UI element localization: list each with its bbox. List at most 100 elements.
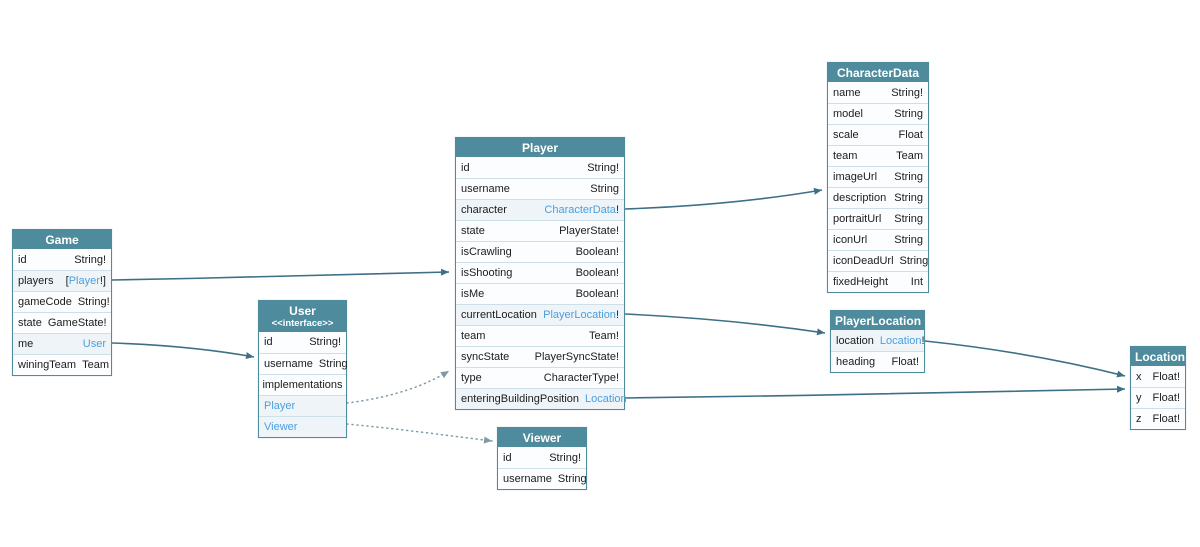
type-text: Float bbox=[898, 129, 923, 142]
field-type: GameState! bbox=[48, 317, 107, 329]
entity-player-header[interactable]: Player bbox=[456, 138, 624, 158]
entity-user-header[interactable]: User <<interface>> bbox=[259, 301, 346, 332]
edge-player-currentlocation-to-playerlocation[interactable] bbox=[624, 313, 826, 336]
field-row-implementations[interactable]: implementations bbox=[259, 373, 346, 395]
type-text: PlayerSyncState! bbox=[534, 351, 619, 364]
type-text: ! bbox=[615, 204, 619, 217]
entity-viewer-header[interactable]: Viewer bbox=[498, 428, 586, 448]
field-name[interactable]: Player bbox=[264, 399, 296, 412]
field-type: Team bbox=[896, 150, 923, 162]
type-link[interactable]: CharacterData bbox=[544, 204, 616, 217]
edge-user-player-implementation[interactable] bbox=[346, 370, 450, 404]
field-row-players[interactable]: players[Player!] bbox=[13, 270, 111, 292]
field-name[interactable]: Viewer bbox=[264, 420, 298, 433]
edge-user-viewer-implementation[interactable] bbox=[346, 423, 493, 444]
field-type: CharacterData! bbox=[544, 204, 619, 216]
field-row-scale[interactable]: scale Float bbox=[828, 124, 928, 146]
type-link[interactable]: User bbox=[82, 338, 106, 351]
field-row-enteringBuildingPosition[interactable]: enteringBuildingPosition Location bbox=[456, 388, 627, 410]
field-name: z bbox=[1136, 413, 1142, 426]
field-row-y[interactable]: y Float! bbox=[1131, 387, 1185, 409]
field-row-state[interactable]: state PlayerState! bbox=[456, 220, 624, 242]
field-type: Int bbox=[911, 276, 923, 288]
field-type: String bbox=[894, 213, 923, 225]
type-link[interactable]: Player bbox=[68, 275, 100, 288]
field-type: Boolean! bbox=[576, 288, 619, 300]
type-text: PlayerState! bbox=[559, 225, 619, 238]
edge-player-enteringbuildingposition-to-location[interactable] bbox=[624, 385, 1126, 399]
type-link[interactable]: Location bbox=[585, 393, 627, 406]
field-name: currentLocation bbox=[461, 309, 537, 322]
field-name: enteringBuildingPosition bbox=[461, 393, 580, 406]
field-name: scale bbox=[833, 129, 859, 142]
field-type: String! bbox=[587, 162, 619, 174]
type-text: String! bbox=[77, 296, 110, 309]
field-row-model[interactable]: model String bbox=[828, 103, 928, 125]
field-type: String bbox=[894, 108, 923, 120]
edge-game-me-to-user[interactable] bbox=[111, 342, 255, 360]
field-type: PlayerSyncState! bbox=[535, 351, 619, 363]
field-type: Float! bbox=[1152, 392, 1180, 404]
field-row-Viewer[interactable]: Viewer bbox=[259, 415, 346, 437]
field-name: state bbox=[461, 225, 485, 238]
field-type: String! bbox=[78, 296, 110, 308]
field-name: iconDeadUrl bbox=[833, 255, 894, 268]
edge-player-character-to-characterdata[interactable] bbox=[624, 187, 823, 210]
field-name: imageUrl bbox=[833, 171, 878, 184]
entity-title: Location bbox=[1135, 350, 1185, 364]
type-link[interactable]: PlayerLocation bbox=[543, 309, 616, 322]
type-text: Boolean! bbox=[575, 246, 619, 259]
type-text: String bbox=[894, 192, 923, 205]
edge-playerlocation-location-to-location[interactable] bbox=[924, 340, 1126, 378]
edge-game-players-to-player[interactable] bbox=[111, 268, 450, 281]
type-link[interactable]: Location bbox=[879, 334, 922, 347]
entity-playerlocation-header[interactable]: PlayerLocation bbox=[831, 311, 924, 331]
field-type: CharacterType! bbox=[544, 372, 619, 384]
field-type: Float! bbox=[891, 356, 919, 368]
entity-characterdata-header[interactable]: CharacterData bbox=[828, 63, 928, 83]
field-name: model bbox=[833, 108, 863, 121]
field-name: y bbox=[1136, 392, 1142, 405]
type-text: Float! bbox=[1152, 413, 1180, 426]
field-row-z[interactable]: z Float! bbox=[1131, 408, 1185, 430]
type-text: Float! bbox=[891, 356, 919, 369]
type-text: ! bbox=[921, 334, 925, 347]
entity-game-header[interactable]: Game bbox=[13, 230, 111, 250]
entity-location-header[interactable]: Location bbox=[1131, 347, 1185, 367]
field-row-Player[interactable]: Player bbox=[259, 394, 346, 416]
